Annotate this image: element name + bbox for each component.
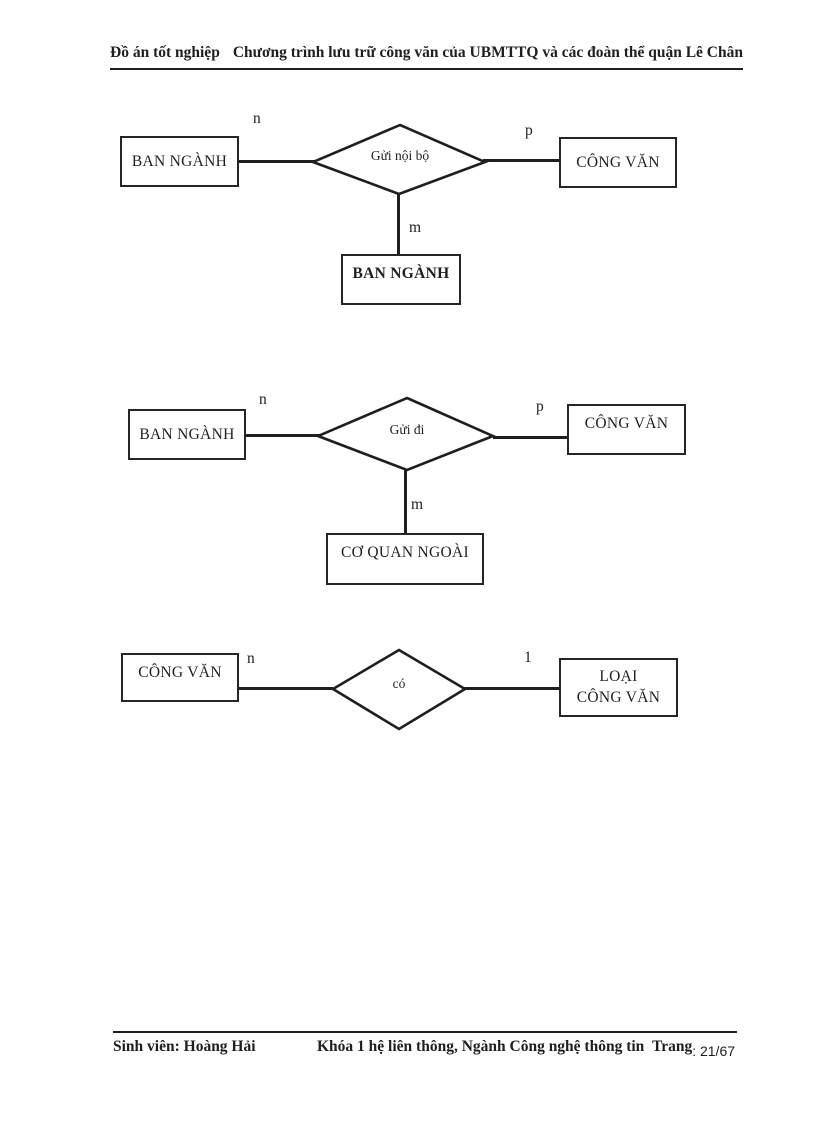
entity-box-co-quan-ngoai: CƠ QUAN NGOÀI [326, 533, 484, 585]
connector-line [463, 687, 559, 690]
cardinality-m: m [409, 219, 422, 236]
entity-box-cong-van: CÔNG VĂN [567, 404, 686, 455]
cardinality-p: p [525, 122, 533, 139]
entity-box-ban-nganh: BAN NGÀNH [128, 409, 246, 460]
footer-course: Khóa 1 hệ liên thông, Ngành Công nghệ th… [317, 1038, 645, 1055]
entity-box-loai-cong-van: LOẠI CÔNG VĂN [559, 658, 678, 717]
footer-page-label: Trang [652, 1038, 693, 1055]
cardinality-p: p [536, 398, 544, 415]
entity-label-line1: LOẠI [599, 667, 638, 685]
connector-line [244, 434, 320, 437]
cardinality-n: n [259, 391, 267, 408]
relationship-diamond-gui-di: Gửi đi [314, 396, 497, 472]
entity-label: BAN NGÀNH [139, 425, 235, 443]
relation-label: có [393, 676, 406, 691]
connector-line [404, 470, 407, 533]
entity-label: CÔNG VĂN [138, 664, 222, 681]
entity-label: BAN NGÀNH [131, 152, 228, 170]
footer-page-value: : 21/67 [692, 1043, 736, 1059]
cardinality-n: n [247, 650, 255, 667]
footer-student: Sinh viên: Hoàng Hải [113, 1038, 256, 1055]
page-header: Đồ án tốt nghiệp Chương trình lưu trữ cô… [110, 44, 743, 70]
page-footer: Sinh viên: Hoàng Hải Khóa 1 hệ liên thôn… [113, 1031, 737, 1061]
relation-label: Gửi nội bộ [371, 148, 430, 163]
cardinality-m: m [411, 496, 424, 513]
connector-line [237, 160, 315, 163]
diamond-shape [314, 396, 497, 472]
cardinality-1: 1 [524, 649, 532, 666]
relation-label: Gửi đi [390, 422, 425, 437]
entity-label-line2: CÔNG VĂN [576, 688, 661, 706]
relationship-diamond-co: có [330, 648, 468, 731]
entity-box-cong-van: CÔNG VĂN [121, 653, 239, 702]
connector-line [237, 687, 333, 690]
entity-box-cong-van: CÔNG VĂN [559, 137, 677, 188]
connector-line [397, 192, 400, 254]
relationship-diamond-gui-noi-bo: Gửi nội bộ [309, 123, 489, 196]
footer-page-number: Trang: 21/67 [652, 1038, 735, 1059]
entity-box-ban-nganh: BAN NGÀNH [120, 136, 239, 187]
entity-label: CÔNG VĂN [584, 415, 669, 432]
header-doc-type: Đồ án tốt nghiệp [110, 44, 220, 61]
entity-label: CƠ QUAN NGOÀI [341, 544, 469, 561]
cardinality-n: n [253, 110, 261, 127]
connector-line [493, 436, 569, 439]
header-doc-title: Chương trình lưu trữ công văn của UBMTTQ… [232, 44, 743, 61]
connector-line [483, 159, 561, 162]
entity-box-ban-nganh-2: BAN NGÀNH [341, 254, 461, 305]
entity-label: CÔNG VĂN [576, 153, 660, 171]
diamond-shape [330, 648, 468, 731]
entity-label: BAN NGÀNH [352, 265, 450, 282]
diamond-shape [309, 123, 489, 196]
